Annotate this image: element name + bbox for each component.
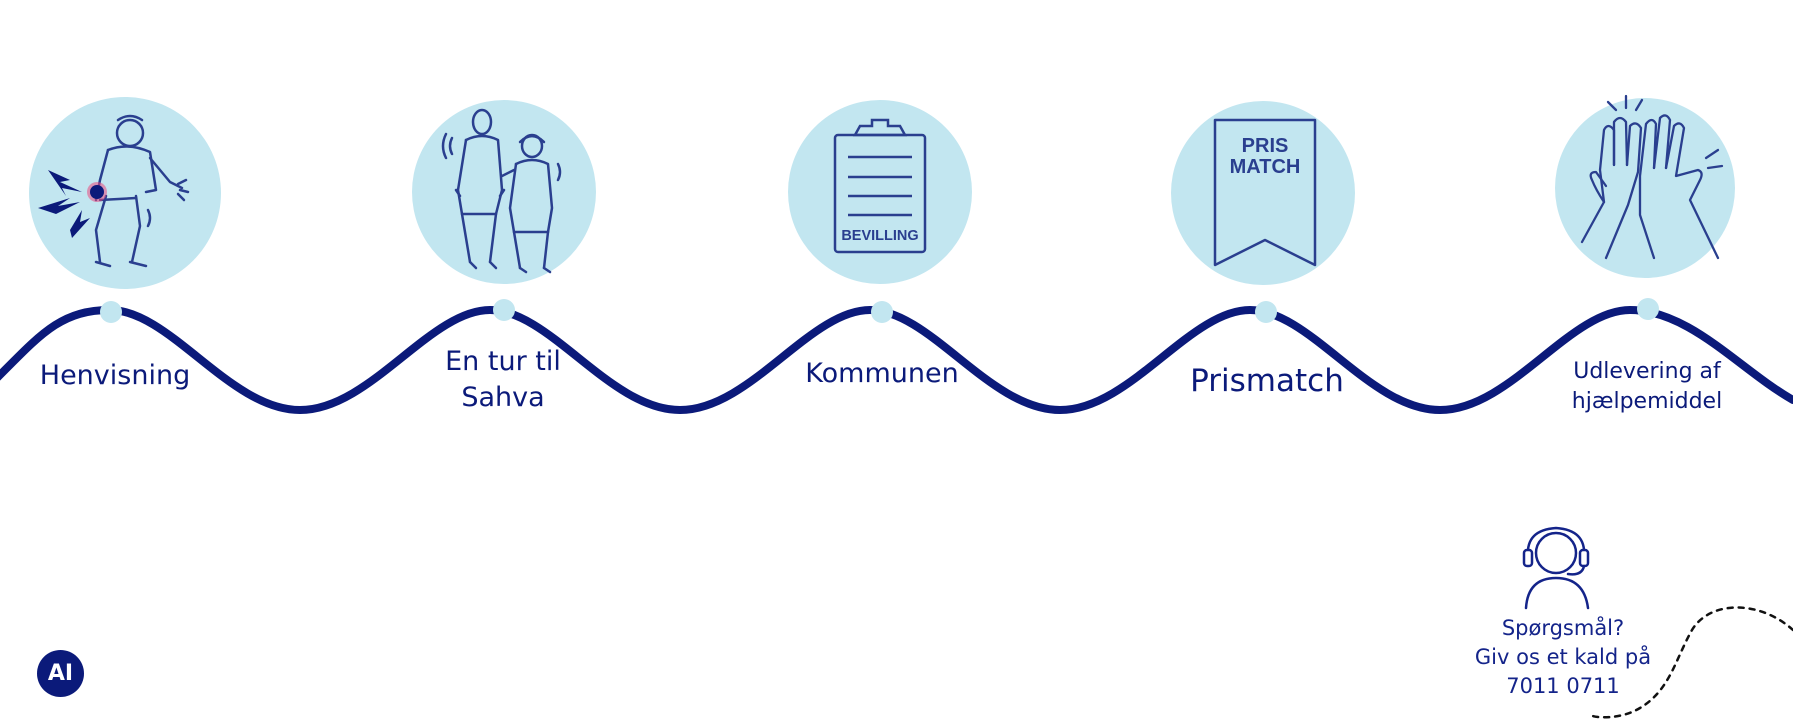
dotted-curve <box>1588 606 1793 719</box>
headset-person-icon <box>1522 526 1590 610</box>
clipboard-text: BEVILLING <box>841 228 918 244</box>
step-udlevering: Udlevering af hjælpemiddel <box>1537 357 1757 417</box>
ribbon-badge-icon: PRIS MATCH <box>1171 101 1355 285</box>
clipboard-icon: BEVILLING <box>788 100 972 284</box>
high-five-icon <box>1555 94 1735 278</box>
ai-badge[interactable]: AI <box>37 650 84 697</box>
step-label: Kommunen <box>805 358 959 389</box>
step-sahva: En tur til Sahva <box>393 344 613 416</box>
step-dot <box>100 301 122 323</box>
support-phone[interactable]: 7011 0711 <box>1506 674 1620 698</box>
step-label: Henvisning <box>39 360 191 391</box>
step-dot <box>493 299 515 321</box>
support-line: Giv os et kald på <box>1474 645 1652 669</box>
ribbon-text-line2: MATCH <box>1230 156 1301 178</box>
step-dot <box>1255 301 1277 323</box>
support-title: Spørgsmål? <box>1501 616 1625 640</box>
step-dot <box>1637 298 1659 320</box>
step-label: Udlevering af hjælpemiddel <box>1571 359 1723 414</box>
step-henvisning: Henvisning <box>5 358 225 394</box>
support-contact: Spørgsmål? Giv os et kald på 7011 0711 <box>1463 614 1663 701</box>
step-prismatch: Prismatch <box>1157 361 1377 401</box>
injured-person-icon <box>29 97 221 289</box>
wave-line <box>0 305 1793 415</box>
step-label: En tur til Sahva <box>445 346 561 413</box>
ribbon-text-line1: PRIS <box>1242 135 1289 157</box>
step-kommunen: Kommunen <box>772 356 992 392</box>
walking-people-icon <box>412 100 596 284</box>
step-label: Prismatch <box>1190 363 1344 399</box>
step-dot <box>871 301 893 323</box>
ai-badge-label: AI <box>47 661 74 686</box>
